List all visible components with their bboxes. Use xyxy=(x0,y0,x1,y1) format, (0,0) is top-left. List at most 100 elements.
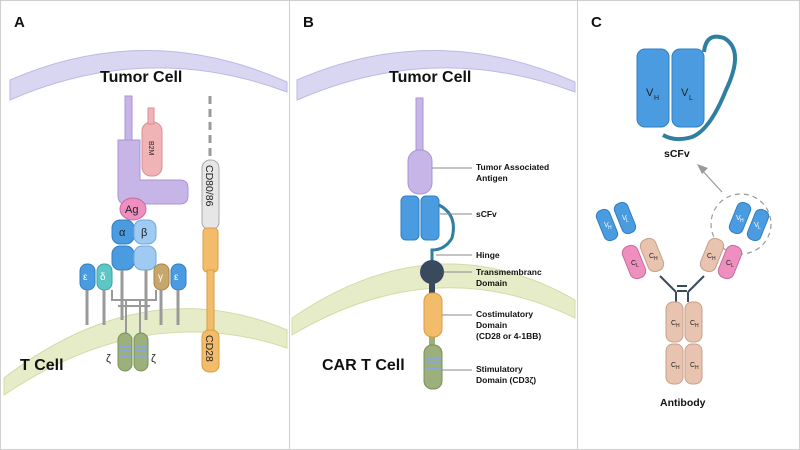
tm-label-1: Transmembranc xyxy=(476,267,542,277)
tumor-membrane-b xyxy=(296,50,576,101)
ch2-right-c: C xyxy=(690,320,695,327)
ch3-right-c: C xyxy=(690,362,695,369)
itam-stripes-a xyxy=(119,345,147,357)
zeta-left-label: ζ xyxy=(106,353,111,365)
tcr-beta-upper xyxy=(133,219,157,245)
left-ch1-c: C xyxy=(649,253,654,260)
car-tm-stalk xyxy=(429,283,435,295)
cd80-86-label: CD80/86 xyxy=(203,165,215,207)
antibody-right-arm xyxy=(699,201,770,280)
left-ch1-h: H xyxy=(654,256,658,262)
car-stim-stalk xyxy=(429,337,435,345)
car-scfv-vl xyxy=(420,195,440,241)
callout-lines xyxy=(432,167,472,371)
stim-label-2: Domain (CD3ζ) xyxy=(476,375,536,385)
tumor-cell-label-b: Tumor Cell xyxy=(389,69,471,86)
ab-ch2-right xyxy=(684,301,703,343)
antibody-title: Antibody xyxy=(660,397,706,409)
panel-b-letter: B xyxy=(303,14,314,31)
epsilon-left-label: ε xyxy=(83,272,88,283)
ch2-right-h: H xyxy=(695,323,699,329)
b2m-stalk xyxy=(147,107,155,125)
linker-top xyxy=(111,290,157,301)
car-scfv-vh xyxy=(400,195,420,241)
scfv-vh-v: V xyxy=(646,87,654,99)
alpha-label: α xyxy=(119,227,126,239)
beta-label: β xyxy=(141,227,147,239)
right-vh-h: H xyxy=(740,218,744,224)
ch2-left-h: H xyxy=(676,323,680,329)
tm-label-2: Domain xyxy=(476,278,507,288)
left-vl-v: V xyxy=(622,215,627,222)
b2m-label: B2M xyxy=(147,141,154,156)
ab-right-vl xyxy=(746,208,770,242)
ab-left-vl xyxy=(595,208,619,242)
scfv-linker xyxy=(661,34,737,142)
costim-label-2: Domain xyxy=(476,320,507,330)
antigen-label-1: Tumor Associated xyxy=(476,162,549,172)
delta-label: δ xyxy=(100,272,106,283)
ab-ch2-left xyxy=(665,301,684,343)
tcr-beta-lower xyxy=(133,245,157,271)
stim-label-1: Stimulatory xyxy=(476,364,523,374)
tcr-alpha-lower xyxy=(111,245,135,271)
antibody-fc xyxy=(665,301,703,385)
panel-a-letter: A xyxy=(14,14,25,31)
left-vh-v: V xyxy=(604,222,609,229)
ch3-right-h: H xyxy=(695,365,699,371)
left-vh-h: H xyxy=(608,225,612,231)
tcell-label-a: T Cell xyxy=(20,357,64,374)
tumor-membrane-a xyxy=(9,50,288,101)
arrow-head xyxy=(697,164,708,174)
car-costimulatory xyxy=(423,292,443,338)
scfv-callout: sCFv xyxy=(476,209,497,219)
cd28-stalk xyxy=(206,269,215,333)
car-t-label: CAR T Cell xyxy=(322,357,405,374)
scfv-title: sCFv xyxy=(664,148,690,160)
right-vl-l: L xyxy=(758,225,761,231)
left-cl-l: L xyxy=(636,263,639,269)
panel-c-letter: C xyxy=(591,14,602,31)
costim-label-3: (CD28 or 4-1BB) xyxy=(476,331,541,341)
antibody-left-arm xyxy=(595,201,665,280)
tcell-membrane-b xyxy=(291,263,576,336)
tumor-antigen-stalk xyxy=(415,97,424,151)
car-transmembrane xyxy=(420,260,444,284)
epsilon-right-label: ε xyxy=(174,272,179,283)
antibody-hinge xyxy=(659,275,705,302)
left-cl-c: C xyxy=(631,260,636,267)
ag-label: Ag xyxy=(125,204,138,216)
cd28-domain xyxy=(201,329,220,373)
right-ch1-h: H xyxy=(712,256,716,262)
scfv-vh-domain xyxy=(636,48,670,128)
ab-left-cl xyxy=(621,244,647,280)
mhc-stalk xyxy=(124,95,133,143)
antigen-label-2: Antigen xyxy=(476,173,508,183)
itam-stripes-b xyxy=(425,357,441,369)
hinge-callout: Hinge xyxy=(476,250,500,260)
ch3-left-h: H xyxy=(676,365,680,371)
ab-left-vh xyxy=(613,201,637,235)
mhc-molecule xyxy=(117,139,189,205)
right-ch1-c: C xyxy=(707,253,712,260)
cd28-label: CD28 xyxy=(203,335,215,362)
antigen-peptide xyxy=(119,197,147,221)
scfv-vl-sub: L xyxy=(689,95,693,102)
tumor-antigen xyxy=(407,149,433,195)
ab-right-ch1 xyxy=(699,237,725,273)
car-hinge xyxy=(430,203,455,262)
right-cl-l: L xyxy=(731,263,734,269)
tumor-cell-label-a: Tumor Cell xyxy=(100,69,182,86)
ab-left-ch1 xyxy=(639,237,665,273)
left-vl-l: L xyxy=(626,218,629,224)
scfv-vl-domain xyxy=(671,48,705,128)
scfv-vh-sub: H xyxy=(654,95,659,102)
ch3-left-c: C xyxy=(671,362,676,369)
scfv-vl-v: V xyxy=(681,87,689,99)
ab-right-cl xyxy=(717,244,743,280)
zeta-right-label: ζ xyxy=(151,353,156,365)
ch2-left-c: C xyxy=(671,320,676,327)
right-vh-v: V xyxy=(736,215,741,222)
